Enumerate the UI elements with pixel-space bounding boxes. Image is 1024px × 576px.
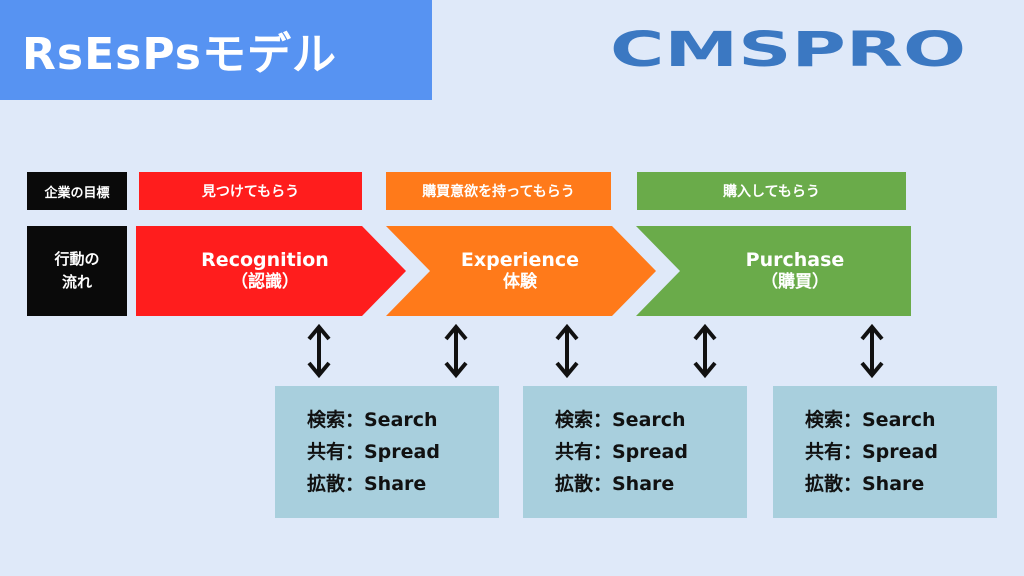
double-arrow-icon — [690, 322, 720, 380]
goal-experience-label: 購買意欲を持ってもらう — [422, 184, 575, 200]
goal-purchase-label: 購入してもらう — [723, 184, 820, 200]
stage-recognition-en: Recognition — [201, 248, 329, 271]
info-line-spread: 共有：Spread — [307, 441, 440, 463]
stage-purchase-jp: （購買） — [761, 272, 829, 293]
stage-experience-en: Experience — [460, 248, 580, 271]
info-line-spread: 共有：Spread — [555, 441, 688, 463]
recognition-arrow — [136, 226, 406, 316]
page-title: RsEsPsモデル — [0, 0, 432, 100]
cmspro-logo: CMSPRO — [610, 26, 966, 74]
goal-purchase: 購入してもらう — [637, 172, 906, 210]
info-line-spread: 共有：Spread — [805, 441, 938, 463]
info-line-share: 拡散：Share — [555, 473, 675, 495]
info-box-recognition: 検索：Search 共有：Spread 拡散：Share — [275, 386, 499, 518]
stage-experience-jp: 体験 — [503, 272, 537, 293]
goal-row-label: 企業の目標 — [27, 172, 127, 210]
experience-arrow — [386, 226, 656, 316]
double-arrow-icon — [552, 322, 582, 380]
double-arrow-icon — [304, 322, 334, 380]
goal-experience: 購買意欲を持ってもらう — [386, 172, 611, 210]
info-line-share: 拡散：Share — [805, 473, 925, 495]
flow-row-label: 行動の 流れ — [27, 226, 127, 316]
info-line-search: 検索：Search — [805, 409, 936, 431]
goal-recognition: 見つけてもらう — [139, 172, 362, 210]
stage-experience: Experience 体験 — [420, 238, 620, 304]
info-line-search: 検索：Search — [555, 409, 686, 431]
double-arrow-icon — [441, 322, 471, 380]
logo-text: CMSPRO — [610, 26, 966, 74]
info-box-purchase: 検索：Search 共有：Spread 拡散：Share — [773, 386, 997, 518]
stage-recognition-jp: （認識） — [231, 272, 299, 293]
behavior-flow-arrows — [136, 226, 911, 316]
stage-purchase: Purchase （購買） — [680, 238, 910, 304]
stage-recognition: Recognition （認識） — [150, 238, 380, 304]
goal-recognition-label: 見つけてもらう — [201, 184, 300, 200]
info-box-experience: 検索：Search 共有：Spread 拡散：Share — [523, 386, 747, 518]
double-arrow-icon — [857, 322, 887, 380]
purchase-arrow — [636, 226, 911, 316]
info-line-share: 拡散：Share — [307, 473, 427, 495]
stage-purchase-en: Purchase — [745, 248, 845, 271]
info-line-search: 検索：Search — [307, 409, 438, 431]
